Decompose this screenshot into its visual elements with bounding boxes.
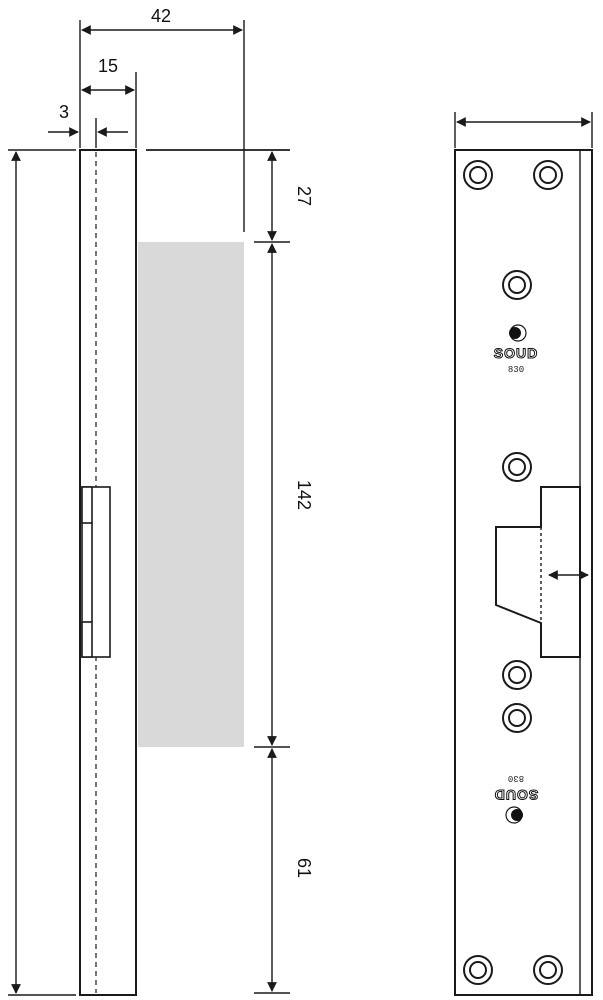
- front-view: SOUD 830 SOUD 830: [454, 112, 593, 996]
- screw-hole-icon: [533, 160, 563, 190]
- side-bracket: [81, 486, 111, 658]
- latch-cutout: [495, 486, 581, 658]
- screw-hole-icon: [502, 452, 532, 482]
- screw-hole-icon: [463, 955, 493, 985]
- adjust-screw-center-icon: [509, 327, 521, 339]
- dim-61-label: 61: [294, 858, 314, 878]
- dim-15-label: 15: [98, 56, 118, 76]
- brand-bottom: SOUD: [494, 787, 538, 803]
- screw-holes: [463, 160, 563, 985]
- adjust-screw-center-icon: [511, 809, 523, 821]
- logo-top: SOUD 830: [493, 324, 538, 375]
- screw-hole-icon: [533, 955, 563, 985]
- brand-top: SOUD: [494, 345, 538, 361]
- model-top: 830: [508, 365, 524, 375]
- screw-hole-icon: [502, 270, 532, 300]
- screw-hole-icon: [502, 660, 532, 690]
- dim-42-label: 42: [151, 6, 171, 26]
- screw-hole-icon: [502, 703, 532, 733]
- dim-27-label: 27: [294, 186, 314, 206]
- model-bottom: 830: [508, 773, 524, 783]
- side-view: 42 15 3 27 142 61: [8, 6, 314, 996]
- logo-bottom: SOUD 830: [493, 773, 539, 824]
- latch-shaded-area: [138, 242, 244, 747]
- dim-3-label: 3: [59, 102, 69, 122]
- dim-142-label: 142: [294, 480, 314, 510]
- screw-hole-icon: [463, 160, 493, 190]
